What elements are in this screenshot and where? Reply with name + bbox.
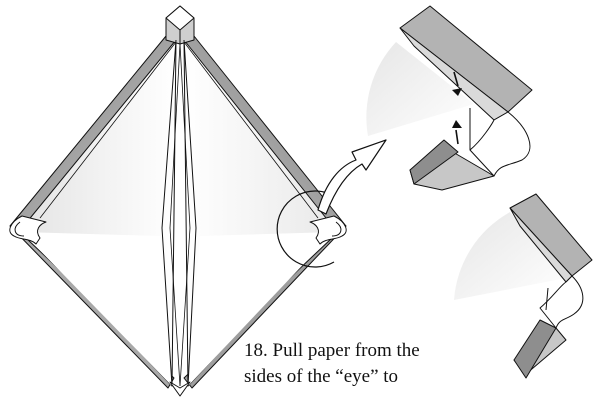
eye-detail-before: [366, 5, 533, 191]
center-fold-middle-2: [179, 43, 191, 387]
top-spike-tip: [165, 5, 195, 31]
right-diagonal-crease: [183, 41, 319, 219]
detail2-eye-line: [545, 287, 549, 311]
step-caption: 18. Pull paper from the sides of the “ey…: [244, 340, 420, 387]
left-diagonal-crease: [39, 41, 177, 219]
right-eye-curl: [331, 221, 342, 237]
detail2-lower-band-dark: [513, 319, 557, 379]
detail2-pocket: [539, 275, 584, 329]
magnify-circle-icon: [276, 190, 335, 268]
detail1-fan: [366, 42, 474, 136]
detail1-pocket: [469, 111, 531, 177]
center-fold-right: [183, 39, 197, 387]
center-fold-left: [161, 39, 177, 387]
detail2-fan: [454, 212, 566, 300]
double-arrow-icon: [452, 71, 462, 145]
lower-right-face: [188, 232, 334, 386]
detail1-lower-band-dark: [409, 139, 459, 185]
curved-arrow-icon: [317, 139, 387, 215]
left-eye-curl: [14, 221, 25, 237]
eye-detail-after: [454, 193, 593, 379]
bottom-tip: [169, 381, 191, 397]
diamond-model: [9, 5, 347, 397]
center-fold-middle: [169, 43, 181, 387]
lower-left-face: [22, 232, 172, 386]
